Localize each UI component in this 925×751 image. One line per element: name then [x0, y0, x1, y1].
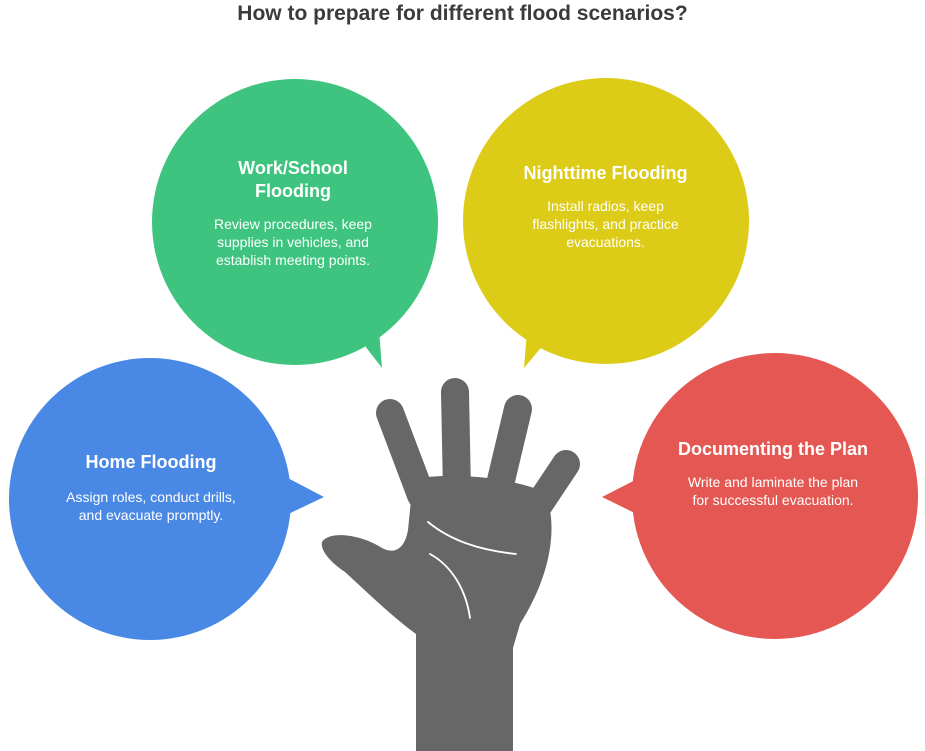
documenting-description: Write and laminate the plan for successf… — [687, 474, 859, 508]
nighttime-text: Nighttime Flooding Install radios, keep … — [523, 162, 688, 251]
home-description: Assign roles, conduct drills, and evacua… — [66, 489, 236, 523]
home-heading: Home Flooding — [85, 452, 217, 472]
nighttime-description: Install radios, keep flashlights, and pr… — [532, 198, 679, 250]
home-text: Home Flooding Assign roles, conduct dril… — [66, 451, 236, 524]
work-school-bubble-circle — [152, 79, 438, 365]
work-school-description: Review procedures, keep supplies in vehi… — [214, 216, 372, 268]
nighttime-bubble — [463, 78, 749, 368]
documenting-bubble-circle — [632, 353, 918, 639]
work-school-text: Work/School Flooding Review procedures, … — [208, 157, 378, 269]
home-bubble-circle — [9, 358, 291, 640]
work-school-heading: Work/School Flooding — [238, 158, 348, 201]
home-bubble — [9, 358, 324, 640]
nighttime-heading: Nighttime Flooding — [523, 163, 688, 183]
documenting-heading: Documenting the Plan — [678, 439, 869, 459]
diagram-title: How to prepare for different flood scena… — [237, 2, 688, 25]
documenting-text: Documenting the Plan Write and laminate … — [678, 438, 868, 509]
home-bubble-tail — [282, 475, 324, 517]
work-school-bubble — [152, 79, 438, 368]
hand-icon — [321, 378, 580, 751]
documenting-bubble — [602, 353, 918, 639]
nighttime-bubble-circle — [463, 78, 749, 364]
